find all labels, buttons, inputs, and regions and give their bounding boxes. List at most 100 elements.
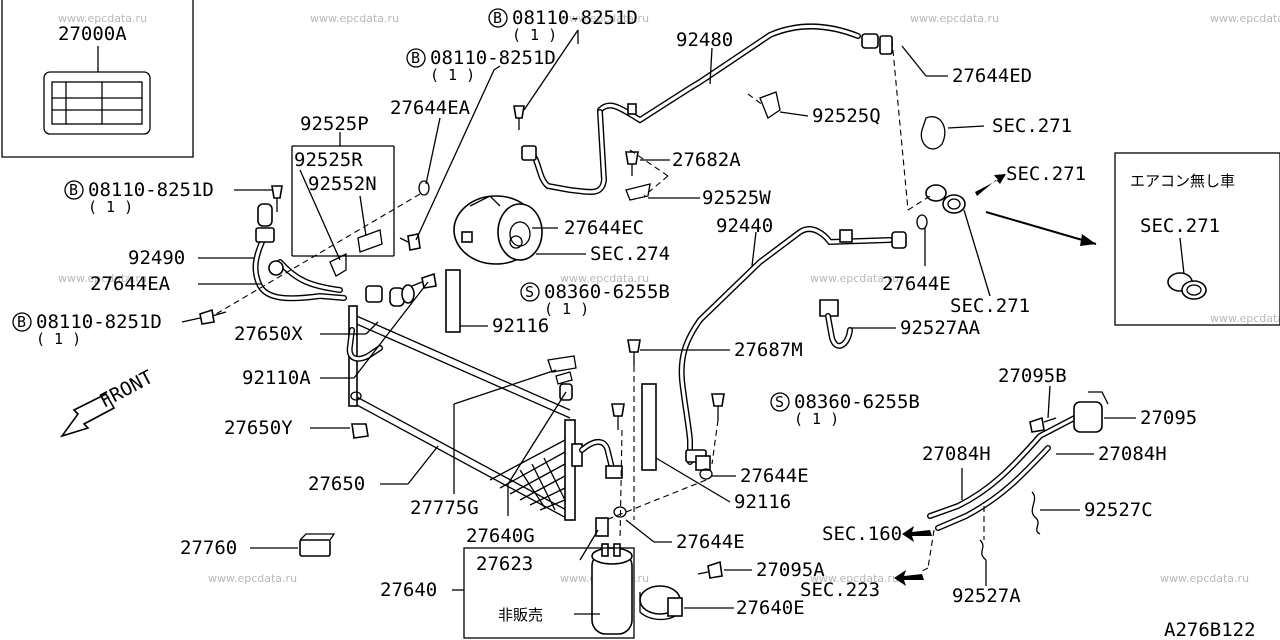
part-label: 27084H (922, 443, 991, 465)
watermark: www.epcdata.ru (208, 572, 297, 585)
part-label: 27644EA (90, 273, 171, 295)
watermark: www.epcdata.ru (560, 272, 649, 285)
part-label: 92525W (702, 187, 771, 209)
part-label: 27644ED (952, 65, 1032, 87)
screw-qty: ( 1 ) (794, 410, 839, 428)
part-label: 27775G (410, 497, 479, 519)
part-label: 27095B (998, 365, 1067, 387)
part-label: 27650X (234, 323, 303, 345)
part-labels: 08110-8251D ( 1 ) 08110-8251D ( 1 ) 0811… (36, 7, 1256, 640)
bolt-qty: ( 1 ) (430, 66, 475, 84)
watermark: www.epcdata.ru (1210, 12, 1280, 25)
bolt-code: 08110-8251D (36, 311, 162, 333)
part-label: 27644E (740, 465, 809, 487)
part-label: 92527C (1084, 499, 1153, 521)
arrows (59, 174, 1097, 586)
receiver-drier (463, 543, 683, 639)
part-label: 92116 (492, 315, 549, 337)
screw-qty: ( 1 ) (544, 300, 589, 318)
part-label: 27644EC (564, 217, 644, 239)
inset-label-box: 27000A (1, 0, 194, 158)
bolt-symbols: B B B B S S (12, 8, 790, 412)
watermark: www.epcdata.ru (560, 12, 649, 25)
svg-text:B: B (17, 313, 26, 331)
inset-no-ac-box: エアコン無し車 SEC.271 (1114, 152, 1280, 326)
part-label: 92525R (294, 149, 363, 171)
part-label: 27682A (672, 149, 741, 171)
watermark: www.epcdata.ru (1210, 312, 1280, 325)
seal-92116 (641, 383, 657, 471)
part-label: SEC.271 (1140, 215, 1220, 237)
compressor (453, 195, 543, 265)
part-label: 92490 (128, 247, 185, 269)
watermark: www.epcdata.ru (310, 12, 399, 25)
part-label: 27760 (180, 537, 237, 559)
part-label: 27095A (756, 559, 825, 581)
sec-label: SEC.274 (590, 243, 670, 265)
screw-code: 08360-6255B (794, 391, 920, 413)
diagram-id: A276B122 (1164, 619, 1256, 640)
watermark: www.epcdata.ru (58, 12, 147, 25)
part-label: 27000A (58, 23, 127, 45)
screw-code: 08360-6255B (544, 281, 670, 303)
bolts (199, 105, 1057, 579)
bolt-qty: ( 1 ) (512, 26, 557, 44)
part-label: 92527A (952, 585, 1021, 607)
svg-text:S: S (525, 283, 534, 301)
watermark: www.epcdata.ru (810, 572, 899, 585)
condenser (346, 284, 623, 521)
seal-92116 (445, 269, 461, 333)
pipe-92490 (252, 203, 347, 302)
part-label: 27644E (676, 531, 745, 553)
part-label: 27644EA (390, 97, 471, 119)
bolt-qty: ( 1 ) (36, 330, 81, 348)
part-label: 27623 (476, 553, 533, 575)
part-label: 92480 (676, 29, 733, 51)
sec-label: SEC.223 (800, 579, 880, 601)
part-27760 (299, 539, 331, 557)
part-label: 92525P (300, 113, 369, 135)
part-label: 27095 (1140, 407, 1197, 429)
part-label: 27650Y (224, 417, 293, 439)
part-label: 27644E (882, 273, 951, 295)
part-label: 27650 (308, 473, 365, 495)
sec-label: SEC.271 (950, 295, 1030, 317)
front-label: FRONT (96, 366, 157, 412)
leader-lines (181, 29, 1136, 615)
part-label: 27640 (380, 579, 437, 601)
sec-label: SEC.271 (992, 115, 1072, 137)
bolt-code: 08110-8251D (88, 179, 214, 201)
part-label: 92525Q (812, 105, 881, 127)
inset-title: エアコン無し車 (1130, 172, 1235, 190)
sec-label: SEC.160 (822, 523, 902, 545)
not-for-sale-label: 非販売 (498, 606, 543, 624)
sec-label: SEC.271 (1006, 163, 1086, 185)
svg-text:B: B (69, 181, 78, 199)
part-label: 27084H (1098, 443, 1167, 465)
svg-text:B: B (411, 49, 420, 67)
bolt-qty: ( 1 ) (88, 198, 133, 216)
part-label: 27687M (734, 339, 803, 361)
dashed-guides (215, 39, 985, 573)
part-label: 27640E (736, 597, 805, 619)
part-label: 27640G (466, 525, 535, 547)
bolt-code: 08110-8251D (430, 47, 556, 69)
heater-hoses (927, 391, 1109, 561)
svg-text:B: B (493, 9, 502, 27)
svg-text:S: S (775, 393, 784, 411)
part-label: 92110A (242, 367, 311, 389)
o-rings (350, 180, 928, 518)
watermark: www.epcdata.ru (1160, 572, 1249, 585)
front-arrow-icon (59, 392, 116, 438)
watermark: www.epcdata.ru (58, 272, 147, 285)
part-label: 92527AA (900, 317, 981, 339)
part-label: 92552N (308, 173, 377, 195)
pipe-92480 (521, 23, 893, 195)
part-label: 92116 (734, 491, 791, 513)
watermark: www.epcdata.ru (910, 12, 999, 25)
bolt-code: 08110-8251D (512, 7, 638, 29)
part-label: 92440 (716, 215, 773, 237)
watermark: www.epcdata.ru (810, 272, 899, 285)
